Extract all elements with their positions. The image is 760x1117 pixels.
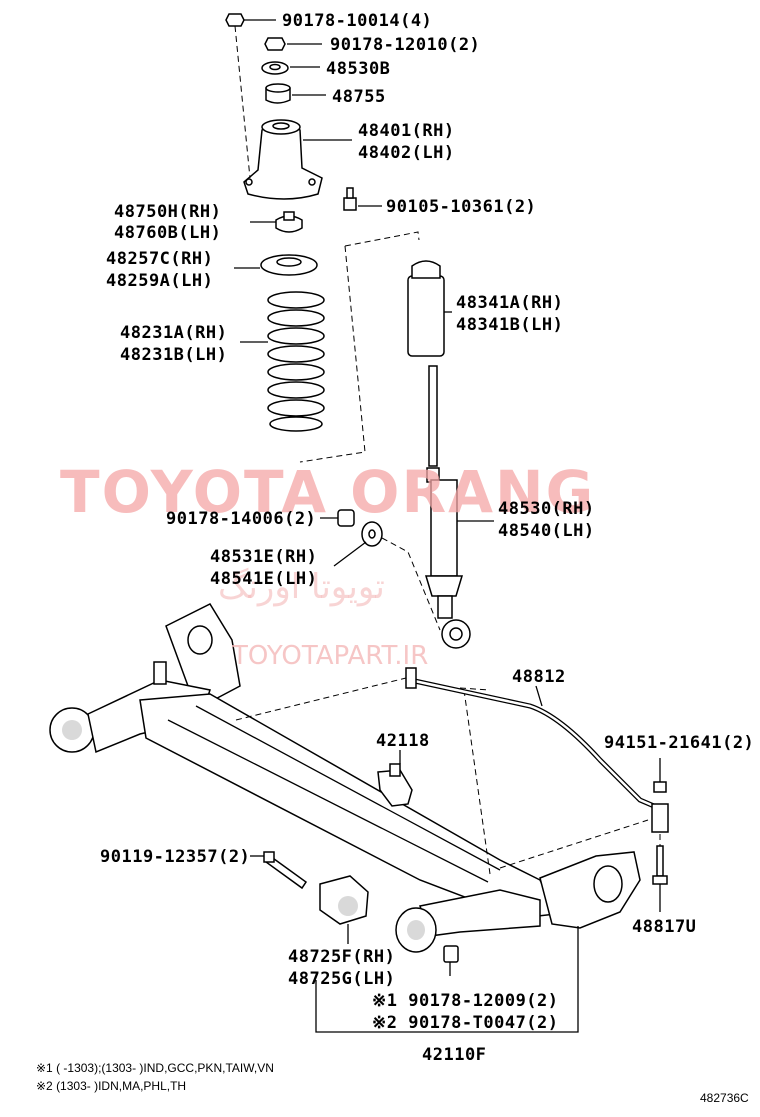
label-48755: 48755 <box>332 87 386 107</box>
bracket-42118 <box>377 750 413 807</box>
rear-axle-beam <box>49 603 641 953</box>
label-washer-lh: 48541E(LH) <box>210 569 317 589</box>
label-stabilizer: 48812 <box>512 667 566 687</box>
label-nut-90178-10014: 90178-10014(4) <box>282 11 432 31</box>
label-42118: 42118 <box>376 731 430 751</box>
bush-link <box>651 803 669 846</box>
label-bush-lh: 48725G(LH) <box>288 969 395 989</box>
label-cover-lh: 48341B(LH) <box>456 315 563 335</box>
label-bolt-90119: 90119-12357(2) <box>100 847 250 867</box>
washer-48530b <box>261 61 320 75</box>
nut-90178-10014 <box>225 13 276 27</box>
label-nut-mark1: ※1 90178-12009(2) <box>372 991 559 1011</box>
label-spring-rh: 48231A(RH) <box>120 323 227 343</box>
label-48530b: 48530B <box>326 59 390 79</box>
label-beam: 42110F <box>422 1045 486 1065</box>
label-absorber-rh: 48530(RH) <box>498 499 595 519</box>
spring-insulator <box>234 254 318 276</box>
label-absorber-lh: 48540(LH) <box>498 521 595 541</box>
label-bolt-90105: 90105-10361(2) <box>386 197 536 217</box>
dust-cover <box>407 260 452 357</box>
label-nut-90178-12010: 90178-12010(2) <box>330 35 480 55</box>
label-insulator-rh: 48257C(RH) <box>106 249 213 269</box>
washer-48531e <box>333 521 383 567</box>
coil-spring <box>240 291 325 432</box>
watermark-site: TOYOTAPART.IR <box>231 641 428 671</box>
stabilizer-bar <box>405 667 655 809</box>
label-support-rh: 48401(RH) <box>358 121 455 141</box>
bolt-90119-12357 <box>250 851 308 890</box>
bolt-94151-21641 <box>653 758 667 793</box>
label-support-lh: 48402(LH) <box>358 143 455 163</box>
shock-absorber <box>424 365 494 649</box>
label-bolt-94151: 94151-21641(2) <box>604 733 754 753</box>
watermark-persian: تویوتا اورنگ <box>218 567 385 607</box>
label-nut-90178-14006: 90178-14006(2) <box>166 509 316 529</box>
watermark-main: TOYOTA ORANG <box>60 458 595 526</box>
bushing-48725f <box>319 875 369 944</box>
label-spring-lh: 48231B(LH) <box>120 345 227 365</box>
label-link: 48817U <box>632 917 696 937</box>
bolt-90105-10361 <box>343 187 382 211</box>
bump-stopper <box>250 211 303 233</box>
label-washer-rh: 48531E(RH) <box>210 547 317 567</box>
nut-90178-12010 <box>264 37 322 51</box>
cushion-48755 <box>265 83 326 104</box>
label-nut-mark2: ※2 90178-T0047(2) <box>372 1013 559 1033</box>
label-bumper-rh: 48750H(RH) <box>114 202 221 222</box>
label-bumper-lh: 48760B(LH) <box>114 223 221 243</box>
link-48817u <box>652 845 668 912</box>
label-cover-rh: 48341A(RH) <box>456 293 563 313</box>
figure-code: 482736C <box>700 1091 749 1105</box>
nut-90178-14006 <box>320 509 355 527</box>
suspension-support <box>243 119 352 200</box>
label-bush-rh: 48725F(RH) <box>288 947 395 967</box>
footnote-2: ※2 (1303- )IDN,MA,PHL,TH <box>36 1079 186 1093</box>
footnote-1: ※1 ( -1303);(1303- )IND,GCC,PKN,TAIW,VN <box>36 1061 274 1075</box>
label-insulator-lh: 48259A(LH) <box>106 271 213 291</box>
nut-90178-12009 <box>443 945 459 976</box>
